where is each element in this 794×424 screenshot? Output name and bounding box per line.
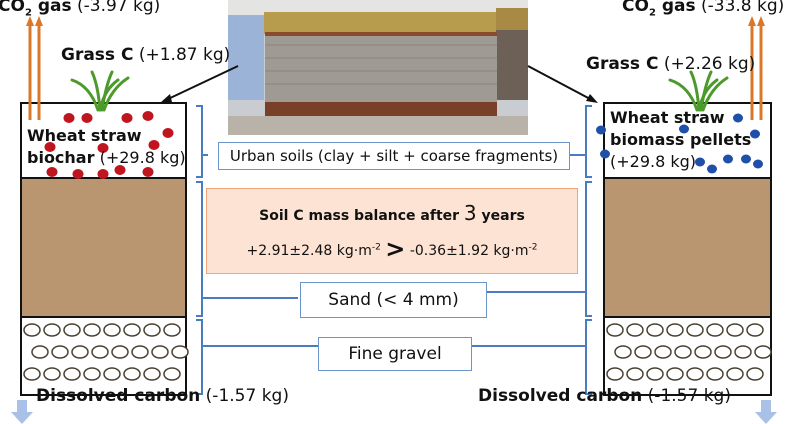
gravel-stone <box>43 323 61 337</box>
gravel-stone <box>43 367 61 381</box>
gravel-stone <box>626 323 644 337</box>
gravel-stone <box>83 323 101 337</box>
right-grass-label: Grass C (+2.26 kg) <box>586 54 756 74</box>
gravel-stone <box>83 367 101 381</box>
gravel-stone <box>646 323 664 337</box>
gravel-stone <box>714 345 732 359</box>
dot <box>741 154 751 164</box>
gravel-stone <box>606 367 624 381</box>
gravel-stone <box>103 323 121 337</box>
co2-arrow-icon <box>26 16 765 120</box>
dot <box>679 124 689 134</box>
gravel-stones <box>606 323 772 381</box>
gravel-stone <box>143 367 161 381</box>
right-dissolved-label: Dissolved carbon (-1.57 kg) <box>478 386 731 406</box>
left-column <box>20 102 189 396</box>
biochar-dots <box>44 111 174 179</box>
gravel-stone <box>706 367 724 381</box>
gravel-stone <box>123 367 141 381</box>
left-dissolved-label: Dissolved carbon (-1.57 kg) <box>36 386 289 406</box>
urban-soils-label: Urban soils (clay + silt + coarse fragme… <box>218 142 570 170</box>
gravel-stone <box>63 323 81 337</box>
gravel-stone <box>746 367 764 381</box>
dot <box>114 165 126 175</box>
pellet-dots <box>596 113 763 174</box>
gravel-stone <box>23 367 41 381</box>
dot <box>81 113 93 123</box>
gravel-stone <box>163 323 181 337</box>
mass-balance-title: Soil C mass balance after 3 years <box>259 201 525 225</box>
dot <box>46 167 58 177</box>
gravel-stone <box>614 345 632 359</box>
planter-photo <box>228 0 528 135</box>
right-co2-label: CO2 gas (-33.8 kg) <box>622 0 785 19</box>
gravel-stone <box>726 323 744 337</box>
gravel-stone <box>674 345 692 359</box>
dot <box>733 113 743 123</box>
dot <box>162 128 174 138</box>
dot <box>600 149 610 159</box>
mass-balance-box: Soil C mass balance after 3 years +2.91±… <box>206 188 578 274</box>
gravel-stone <box>666 323 684 337</box>
dot <box>63 113 75 123</box>
dot <box>753 159 763 169</box>
dot <box>148 140 160 150</box>
dot <box>707 164 717 174</box>
dot <box>142 111 154 121</box>
grass-icon <box>70 70 729 112</box>
dot <box>97 169 109 179</box>
gravel-stone <box>91 345 109 359</box>
pointer-arrow-right <box>527 65 593 101</box>
gravel-stone <box>626 367 644 381</box>
gravel-stones <box>23 323 189 381</box>
gravel-stone <box>666 367 684 381</box>
gravel-stone <box>706 323 724 337</box>
gravel-stone <box>171 345 189 359</box>
gravel-stone <box>143 323 161 337</box>
gravel-stone <box>694 345 712 359</box>
left-co2-label: CO2 gas (-3.97 kg) <box>0 0 161 19</box>
gravel-stone <box>754 345 772 359</box>
dot <box>723 154 733 164</box>
gravel-stone <box>131 345 149 359</box>
gravel-stone <box>734 345 752 359</box>
dot <box>121 113 133 123</box>
dissolved-arrow-icon <box>11 400 777 424</box>
dot <box>72 169 84 179</box>
gravel-stone <box>31 345 49 359</box>
dot <box>97 143 109 153</box>
dot <box>750 129 760 139</box>
gravel-stone <box>103 367 121 381</box>
gravel-stone <box>71 345 89 359</box>
sand-label: Sand (< 4 mm) <box>300 282 487 318</box>
gravel-stone <box>51 345 69 359</box>
mass-balance-values: +2.91±2.48 kg·m-2 > -0.36±1.92 kg·m-2 <box>246 235 538 263</box>
left-grass-label: Grass C (+1.87 kg) <box>61 45 231 65</box>
gravel-stone <box>111 345 129 359</box>
gravel-stone <box>654 345 672 359</box>
gravel-stone <box>163 367 181 381</box>
right-column <box>596 102 772 396</box>
gravel-stone <box>63 367 81 381</box>
fine-gravel-label: Fine gravel <box>318 337 472 371</box>
gravel-stone <box>123 323 141 337</box>
gravel-stone <box>606 323 624 337</box>
gravel-stone <box>686 367 704 381</box>
gravel-stone <box>686 323 704 337</box>
dot <box>695 157 705 167</box>
gravel-stone <box>646 367 664 381</box>
layer-brackets <box>196 105 592 395</box>
gravel-stone <box>746 323 764 337</box>
gravel-stone <box>23 323 41 337</box>
dot <box>596 125 606 135</box>
dot <box>142 167 154 177</box>
gravel-stone <box>726 367 744 381</box>
dot <box>44 142 56 152</box>
pointer-arrow-left <box>165 65 239 101</box>
gravel-stone <box>151 345 169 359</box>
gravel-stone <box>634 345 652 359</box>
